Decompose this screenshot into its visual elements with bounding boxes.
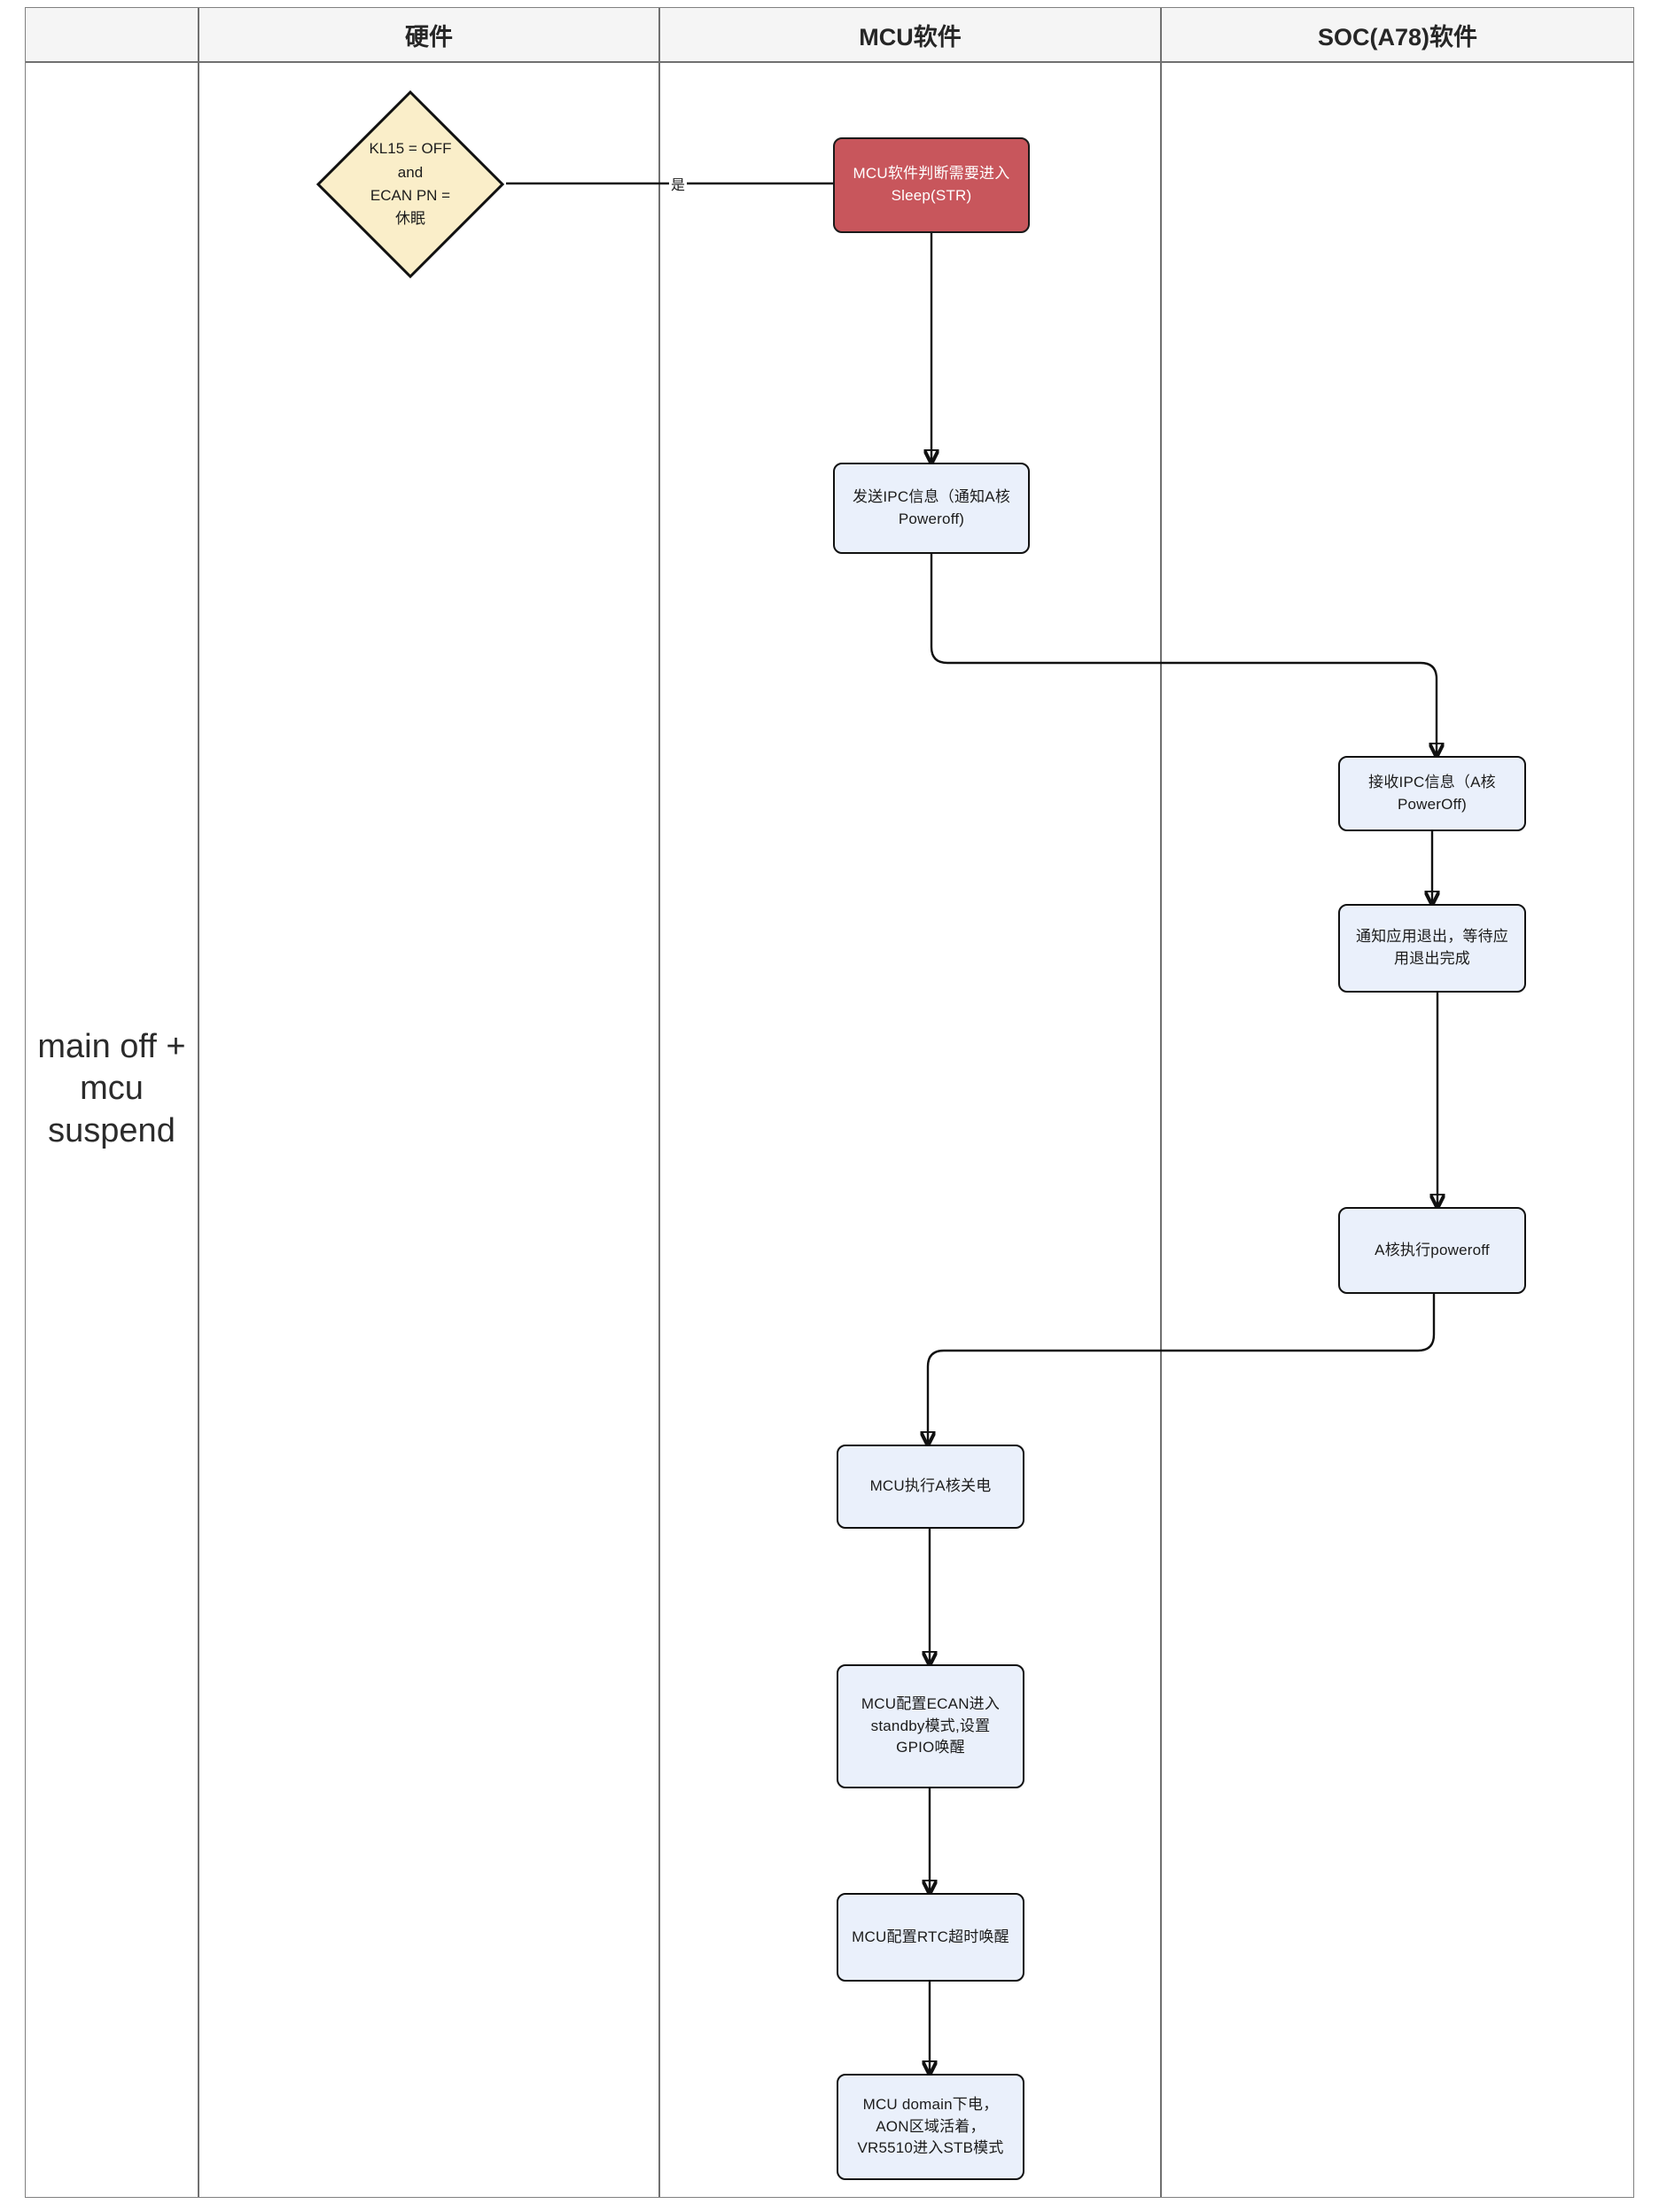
lane-header-hardware: 硬件 [198, 8, 658, 61]
node-soc-acore-poweroff[interactable]: A核执行poweroff [1338, 1207, 1526, 1294]
node-mcu-acore-power-off[interactable]: MCU执行A核关电 [837, 1445, 1024, 1529]
node-mcu-send-ipc[interactable]: 发送IPC信息（通知A核 Poweroff) [833, 463, 1030, 554]
lane-divider-2 [658, 63, 660, 2197]
node-mcu-ecan-standby[interactable]: MCU配置ECAN进入 standby模式,设置 GPIO唤醒 [837, 1664, 1024, 1788]
node-mcu-domain-power-down[interactable]: MCU domain下电， AON区域活着， VR5510进入STB模式 [837, 2074, 1024, 2180]
node-decision-kl15[interactable]: KL15 = OFF and ECAN PN = 休眠 [315, 89, 506, 280]
lane-header-mcu: MCU软件 [658, 8, 1160, 61]
edge-label-yes: 是 [669, 173, 688, 194]
node-soc-notify-apps-exit[interactable]: 通知应用退出，等待应 用退出完成 [1338, 904, 1526, 993]
lane-divider-1 [198, 63, 199, 2197]
lane-divider-3 [1160, 63, 1162, 2197]
node-mcu-decide-sleep[interactable]: MCU软件判断需要进入 Sleep(STR) [833, 137, 1030, 233]
node-soc-recv-ipc[interactable]: 接收IPC信息（A核 PowerOff) [1338, 756, 1526, 831]
lane-header-phase [26, 8, 198, 61]
lane-body-label-phase: main off + mcu suspend [37, 1027, 186, 1149]
node-mcu-rtc-wake[interactable]: MCU配置RTC超时唤醒 [837, 1893, 1024, 1982]
swimlane-header-row: 硬件 MCU软件 SOC(A78)软件 [26, 8, 1633, 63]
swimlane-table: 硬件 MCU软件 SOC(A78)软件 main off + mcu suspe… [25, 7, 1634, 2198]
lane-header-soc: SOC(A78)软件 [1160, 8, 1633, 61]
diamond-shape [315, 90, 505, 279]
